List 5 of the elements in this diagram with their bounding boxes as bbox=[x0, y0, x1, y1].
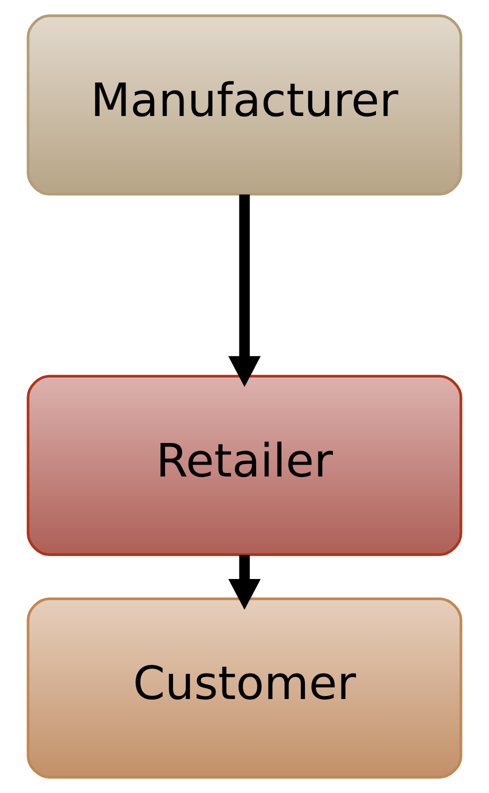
arrow bbox=[228, 194, 261, 387]
node-box: Retailer bbox=[26, 374, 462, 556]
node-box: Customer bbox=[26, 597, 462, 779]
node-box: Manufacturer bbox=[26, 14, 462, 196]
arrow bbox=[228, 555, 261, 610]
